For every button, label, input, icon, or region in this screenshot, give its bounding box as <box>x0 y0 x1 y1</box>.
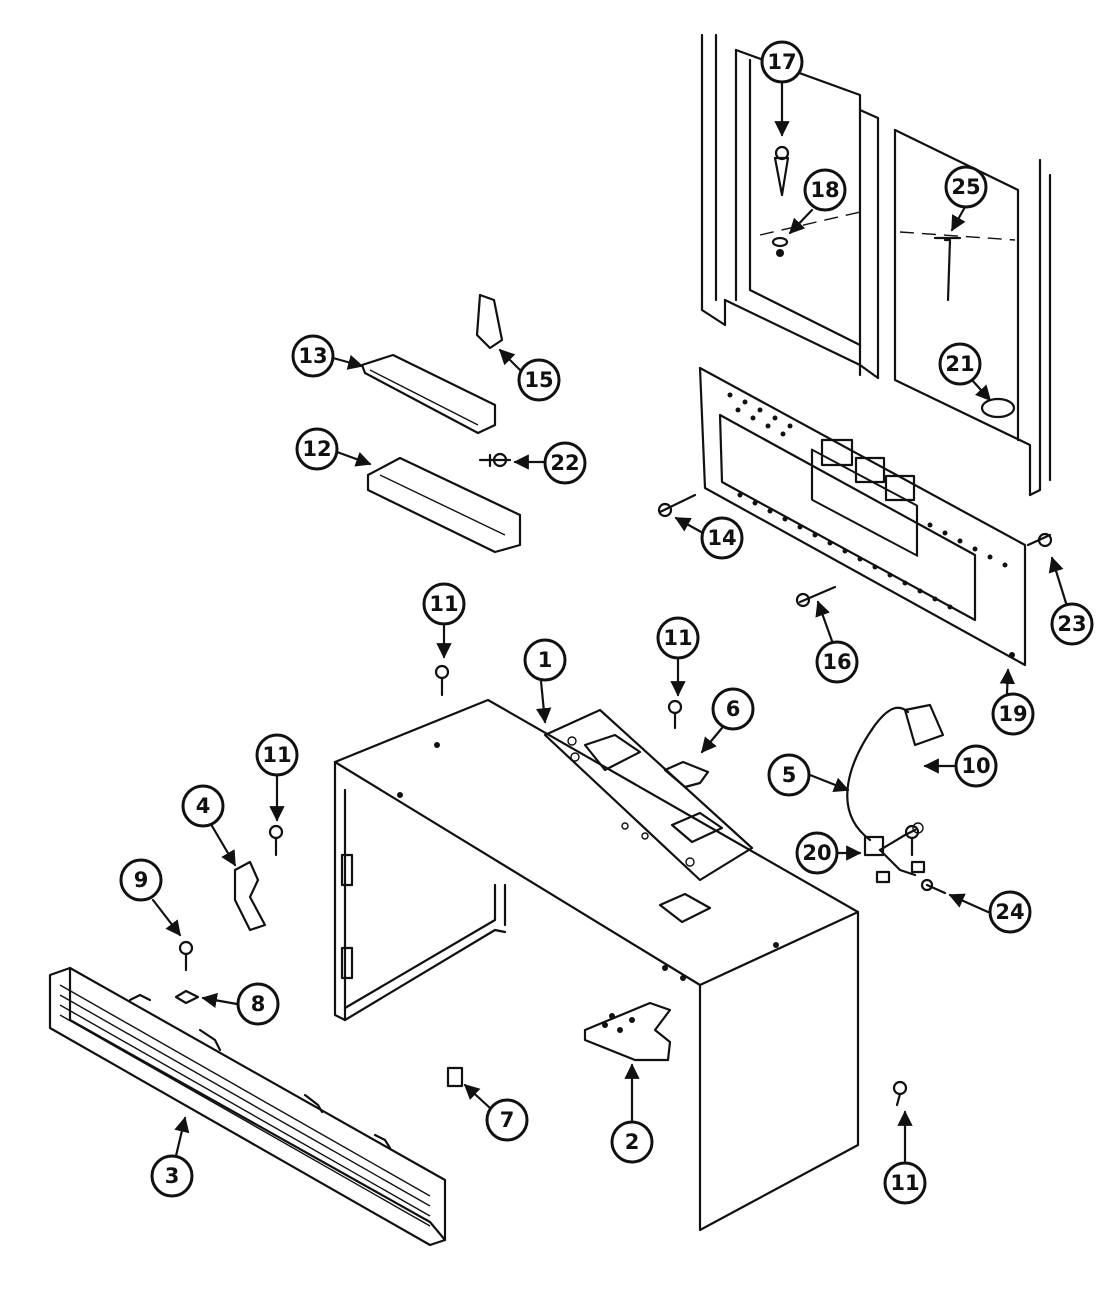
leader-arrows <box>151 81 1068 1164</box>
callout-16: 16 <box>815 640 859 684</box>
callout-22: 22 <box>543 441 587 485</box>
svg-text:2: 2 <box>625 1130 640 1154</box>
svg-text:13: 13 <box>298 344 327 368</box>
power-cord <box>846 703 945 884</box>
callout-11-top-left: 11 <box>422 582 466 626</box>
svg-text:3: 3 <box>165 1164 180 1188</box>
svg-text:21: 21 <box>945 352 974 376</box>
front-kick-panel <box>48 966 447 1247</box>
callout-2: 2 <box>610 1120 654 1164</box>
callout-20: 20 <box>795 831 839 875</box>
clip-7 <box>446 1066 464 1088</box>
callout-11-bottom-right: 11 <box>883 1161 927 1205</box>
lower-grille-panel <box>698 366 1027 667</box>
svg-text:7: 7 <box>500 1108 515 1132</box>
bracket-4 <box>233 860 267 932</box>
svg-text:1: 1 <box>538 648 553 672</box>
callout-4: 4 <box>181 784 225 828</box>
svg-text:19: 19 <box>998 702 1027 726</box>
svg-text:9: 9 <box>134 868 149 892</box>
callout-17: 17 <box>760 40 804 84</box>
mounting-bracket <box>583 1001 672 1062</box>
callout-9: 9 <box>119 858 163 902</box>
svg-text:23: 23 <box>1057 612 1086 636</box>
svg-text:25: 25 <box>951 175 980 199</box>
callout-23: 23 <box>1050 602 1094 646</box>
callout-10: 10 <box>954 744 998 788</box>
svg-text:14: 14 <box>707 526 736 550</box>
svg-text:17: 17 <box>767 50 796 74</box>
svg-text:8: 8 <box>251 992 266 1016</box>
callout-14: 14 <box>700 516 744 560</box>
callout-5: 5 <box>767 753 811 797</box>
svg-text:12: 12 <box>302 437 331 461</box>
grille-holes <box>727 392 1008 610</box>
callout-15: 15 <box>517 358 561 402</box>
base-frame <box>333 698 860 1232</box>
callout-6: 6 <box>711 687 755 731</box>
callout-7: 7 <box>485 1098 529 1142</box>
svg-text:10: 10 <box>961 754 990 778</box>
svg-text:4: 4 <box>196 794 211 818</box>
svg-text:11: 11 <box>429 592 458 616</box>
svg-text:24: 24 <box>995 900 1024 924</box>
nut-8 <box>174 989 200 1005</box>
svg-text:15: 15 <box>524 368 553 392</box>
callout-3: 3 <box>150 1154 194 1198</box>
callout-19: 19 <box>991 692 1035 736</box>
svg-text:11: 11 <box>262 743 291 767</box>
callout-25: 25 <box>944 165 988 209</box>
svg-text:18: 18 <box>810 178 839 202</box>
svg-text:6: 6 <box>726 697 741 721</box>
callout-21: 21 <box>938 342 982 386</box>
callouts: 17 18 25 21 13 15 12 22 14 23 16 19 11 1… <box>119 40 1094 1205</box>
top-cover-13 <box>360 353 497 435</box>
callout-11-left: 11 <box>255 733 299 777</box>
callout-18: 18 <box>803 168 847 212</box>
tray-12 <box>366 456 522 554</box>
callout-12: 12 <box>295 427 339 471</box>
svg-text:22: 22 <box>550 451 579 475</box>
callout-11-top-right: 11 <box>656 616 700 660</box>
svg-text:5: 5 <box>782 763 797 787</box>
svg-text:11: 11 <box>663 626 692 650</box>
callout-24: 24 <box>988 890 1032 934</box>
svg-text:11: 11 <box>890 1171 919 1195</box>
callout-1: 1 <box>523 638 567 682</box>
refrigerator-doors <box>700 33 1052 497</box>
clip-6 <box>663 760 710 789</box>
callout-8: 8 <box>236 982 280 1026</box>
callout-13: 13 <box>291 334 335 378</box>
svg-text:20: 20 <box>802 841 831 865</box>
clip-15 <box>475 293 504 350</box>
svg-text:16: 16 <box>822 650 851 674</box>
screws <box>178 145 1053 1107</box>
